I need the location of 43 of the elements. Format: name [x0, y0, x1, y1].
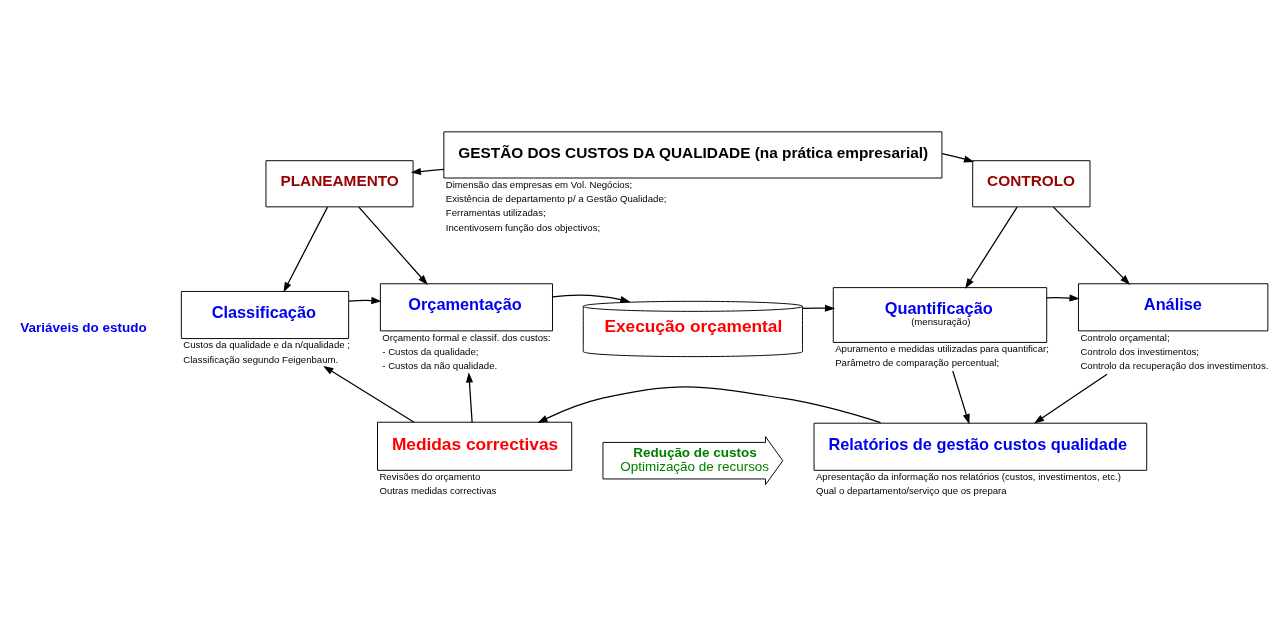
- node-label: Qual o departamento/serviço que os prepara: [815, 484, 1007, 496]
- arrow: [551, 293, 631, 303]
- node-label: - Custos da não qualidade.: [382, 359, 498, 371]
- arrow: [965, 206, 1018, 289]
- node-label: Existência de departamento p/ a Gestão Qualidade;: [445, 192, 667, 204]
- arrow: [348, 296, 382, 304]
- node-box: Classificação: [180, 290, 350, 339]
- node-label: Apuramento e medidas utilizadas para quantificar;: [835, 342, 1049, 354]
- node-label: Revisões do orçamento: [379, 470, 481, 482]
- node-label: Controlo da recuperação dos investimentos.: [1080, 359, 1269, 371]
- node-label: - Custos da qualidade;: [382, 345, 479, 357]
- arrow: [952, 369, 970, 424]
- node-label: Controlo orçamental;: [1080, 331, 1170, 342]
- node-box: Análise: [1078, 282, 1269, 331]
- node-box: CONTROLO: [972, 159, 1091, 207]
- arrow: [537, 385, 882, 423]
- node-box: PLANEAMENTO: [265, 159, 414, 207]
- node-label: Custos da qualidade e da n/qualidade ;: [183, 338, 350, 350]
- node-box: Medidas correctivas: [377, 421, 573, 471]
- arrow: [802, 304, 836, 312]
- node-box: Relatórios de gestão custos qualidade: [813, 422, 1148, 471]
- node-box: Orçamentação: [379, 282, 553, 331]
- node-label: Outras medidas correctivas: [379, 484, 497, 496]
- node-label: Parâmetro de comparação percentual;: [835, 356, 1000, 368]
- node-box: GESTÃO DOS CUSTOS DA QUALIDADE (na prática empresarial): [443, 130, 943, 178]
- node-label: Apresentação da informação nos relatórios (custos, investimentos, etc.): [815, 470, 1121, 482]
- arrow: [323, 365, 415, 423]
- arrow: [1052, 206, 1131, 285]
- arrow: [358, 206, 428, 285]
- arrow: [410, 167, 445, 175]
- arrow: [283, 206, 329, 292]
- arrow: [465, 371, 474, 423]
- arrow: [1046, 293, 1080, 302]
- node-box: Quantificação (mensuração): [832, 286, 1048, 343]
- node-label: Classificação segundo Feigenbaum.: [183, 353, 339, 365]
- node-label: Orçamento formal e classif. dos custos:: [382, 331, 551, 342]
- node-label: Ferramentas utilizadas;: [445, 206, 546, 218]
- label: Variáveis do estudo: [20, 319, 147, 335]
- arrow: [941, 152, 975, 162]
- node-label: Incentivosem função dos objectivos;: [445, 221, 601, 233]
- node-label: Dimensão das empresas em Vol. Negócios;: [445, 178, 633, 190]
- node-label: Controlo dos investimentos;: [1080, 345, 1199, 357]
- arrow: [1033, 373, 1108, 424]
